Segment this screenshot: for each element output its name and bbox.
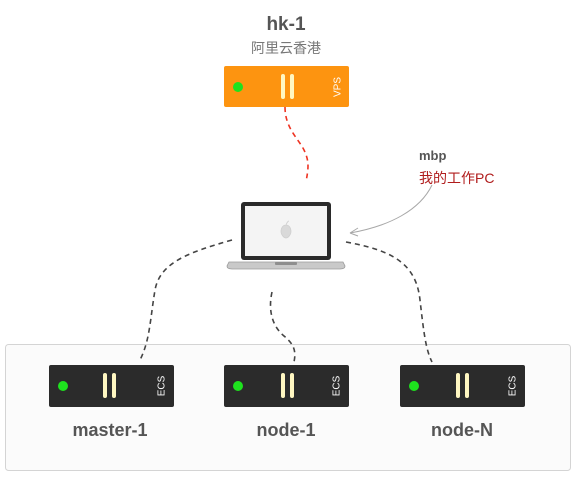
server-badge: ECS xyxy=(157,375,168,396)
laptop-icon xyxy=(226,202,346,270)
server-led-icon xyxy=(58,381,68,391)
top-server-subtitle: 阿里云香港 xyxy=(251,40,321,56)
laptop-base xyxy=(226,261,346,270)
top-server-led-icon xyxy=(233,82,243,92)
server-name-master-1: master-1 xyxy=(72,420,147,440)
laptop-name: mbp xyxy=(419,148,447,163)
server-slot-icon xyxy=(456,373,460,398)
cluster-box xyxy=(5,344,571,471)
laptop-notch xyxy=(275,262,297,265)
link-laptop-to-node-1 xyxy=(269,291,296,363)
top-server-name: hk-1 xyxy=(266,14,306,35)
laptop-subtitle: 我的工作PC xyxy=(419,170,494,186)
server-name-node-1: node-1 xyxy=(256,420,315,440)
annotation-arrow xyxy=(349,184,433,234)
server-led-icon xyxy=(233,381,243,391)
top-server-unit: VPS xyxy=(224,66,349,107)
top-server-slot-icon xyxy=(290,74,294,99)
link-laptop-to-node-n xyxy=(345,241,433,363)
cluster-server-node-1: ECS xyxy=(224,365,349,407)
server-slot-icon xyxy=(290,373,294,398)
server-slot-icon xyxy=(281,373,285,398)
annotation-arrowhead xyxy=(349,227,359,237)
server-name-node-n: node-N xyxy=(431,420,493,440)
link-hk1-to-laptop xyxy=(284,106,309,183)
server-slot-icon xyxy=(465,373,469,398)
server-badge: ECS xyxy=(508,375,519,396)
apple-logo-icon xyxy=(280,220,292,239)
link-laptop-to-master-1 xyxy=(139,239,233,361)
cluster-server-master-1: ECS xyxy=(49,365,174,407)
server-body xyxy=(400,365,525,407)
server-badge: ECS xyxy=(332,375,343,396)
server-body xyxy=(49,365,174,407)
top-server-slot-icon xyxy=(281,74,285,99)
server-led-icon xyxy=(409,381,419,391)
top-server-badge: VPS xyxy=(333,77,344,97)
server-slot-icon xyxy=(103,373,107,398)
cluster-server-node-n: ECS xyxy=(400,365,525,407)
server-slot-icon xyxy=(112,373,116,398)
server-body xyxy=(224,365,349,407)
top-server-body xyxy=(224,66,349,107)
